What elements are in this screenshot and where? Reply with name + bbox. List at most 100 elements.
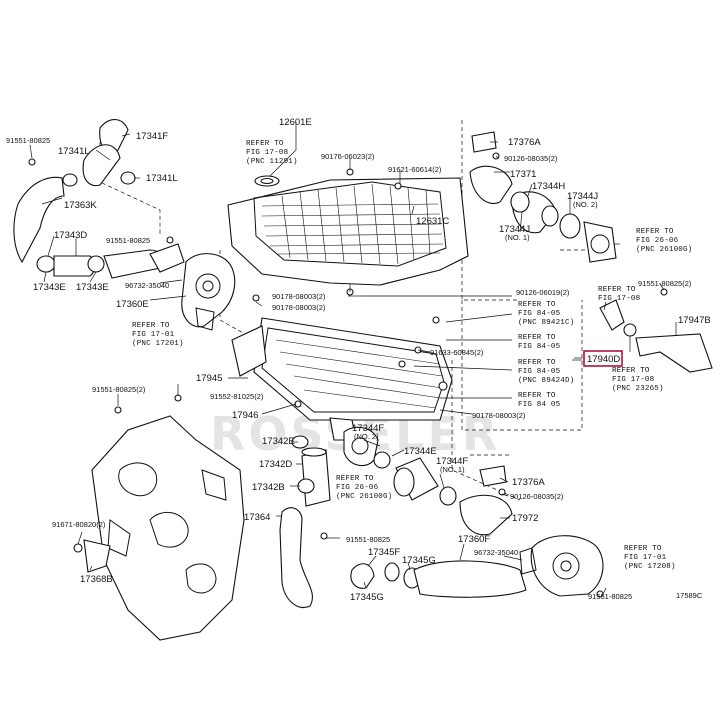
label-17972: 17972 — [512, 513, 538, 524]
svg-text:FIG 26-06: FIG 26-06 — [636, 237, 679, 245]
svg-text:REFER TO: REFER TO — [612, 367, 650, 375]
svg-text:REFER TO: REFER TO — [518, 392, 556, 400]
svg-text:FIG 17-01: FIG 17-01 — [132, 331, 175, 339]
ref-fig17-08-right: REFER TO FIG 17-08 — [598, 286, 640, 303]
right-upper-hose-assembly — [469, 131, 617, 263]
label-17344F-no1: 17344F — [436, 456, 468, 467]
leader-lines — [29, 122, 677, 597]
svg-text:FIG 17-08: FIG 17-08 — [246, 149, 288, 157]
svg-text:FIG 17-08: FIG 17-08 — [612, 376, 654, 384]
ref-fig84-05-d: REFER TO FIG 84 05 — [518, 392, 561, 409]
svg-text:(PNC 89424D): (PNC 89424D) — [518, 377, 574, 385]
label-17360E: 17360E — [116, 299, 149, 310]
label-17947B: 17947B — [678, 315, 711, 326]
label-96732-35040-a: 96732-35040 — [125, 281, 169, 290]
label-17341L-b: 17341L — [146, 173, 178, 184]
label-90126-06019: 90126-06019(2) — [516, 288, 570, 297]
label-no2-a: (NO. 2) — [573, 200, 598, 209]
label-17345F: 17345F — [368, 547, 400, 558]
svg-text:REFER TO: REFER TO — [336, 475, 374, 483]
left-hose-assembly — [13, 119, 185, 279]
label-17341F: 17341F — [136, 131, 168, 142]
label-91633-60845: 91633-60845(2) — [430, 348, 484, 357]
engine-block — [91, 415, 245, 641]
ref-fig84-05-c: REFER TO FIG 84-05 (PNC 89424D) — [518, 359, 574, 385]
label-96732-35040-b: 96732-35040 — [474, 548, 518, 557]
label-90178-08003-b: 90178-08003(2) — [272, 303, 326, 312]
label-17344E: 17344E — [404, 446, 437, 457]
label-no2-b: (NO. 2) — [354, 432, 379, 441]
label-91551-80825-c: 91551-80825(2) — [638, 279, 692, 288]
svg-text:REFER TO: REFER TO — [598, 286, 636, 294]
label-17341L-a: 17341L — [58, 146, 90, 157]
label-17345G-b: 17345G — [350, 592, 384, 603]
svg-text:REFER TO: REFER TO — [246, 140, 284, 148]
label-91671-80820: 91671-80820(2) — [52, 520, 106, 529]
label-90176-06023: 90176-06023(2) — [321, 152, 375, 161]
label-91551-80825-b: 91551-80825 — [106, 236, 150, 245]
svg-text:(PNC 89421C): (PNC 89421C) — [518, 319, 574, 327]
svg-text:FIG 84-05: FIG 84-05 — [518, 343, 561, 351]
label-17945: 17945 — [196, 373, 222, 384]
label-17342D: 17342D — [259, 459, 292, 470]
fasteners — [28, 152, 668, 598]
label-91551-80825-d: 91551-80825(2) — [92, 385, 146, 394]
svg-text:(PNC 11291): (PNC 11291) — [246, 158, 298, 166]
ref-fig17-01-left: REFER TO FIG 17-01 (PNC 17201) — [132, 322, 184, 348]
svg-text:FIG 26-06: FIG 26-06 — [336, 484, 379, 492]
svg-text:FIG 84-05: FIG 84-05 — [518, 310, 561, 318]
highlight-box-17940D — [583, 350, 623, 367]
svg-text:FIG 84-05: FIG 84-05 — [518, 368, 561, 376]
label-91552-81025: 91552-81025(2) — [210, 392, 264, 401]
label-90126-08035-b: 90126-08035(2) — [510, 492, 564, 501]
label-17345G-a: 17345G — [402, 555, 436, 566]
label-17344F-no2: 17344F — [352, 423, 384, 434]
label-91551-80825-a: 91551-80825 — [6, 136, 50, 145]
svg-text:FIG 84 05: FIG 84 05 — [518, 401, 561, 409]
intercooler-core — [231, 317, 453, 441]
label-17376A: 17376A — [508, 137, 541, 148]
label-no1-a: (NO. 1) — [505, 233, 530, 242]
svg-text:FIG 17-08: FIG 17-08 — [598, 295, 640, 303]
ref-fig26-06-top: REFER TO FIG 26-06 (PNC 26100G) — [636, 228, 692, 254]
label-17371: 17371 — [510, 169, 536, 180]
label-12631C: 12631C — [416, 216, 449, 227]
label-17343E-a: 17343E — [33, 282, 66, 293]
ref-fig84-05-a: REFER TO FIG 84-05 (PNC 89421C) — [518, 301, 574, 327]
lower-tube — [279, 507, 527, 608]
bracket-lower-left — [73, 539, 111, 573]
svg-text:REFER TO: REFER TO — [518, 301, 556, 309]
label-90178-08003-a: 90178-08003(2) — [272, 292, 326, 301]
part-labels: 12601E 17341F 17341L 17341L 91551-80825 … — [6, 117, 711, 603]
svg-text:REFER TO: REFER TO — [636, 228, 674, 236]
label-17344H: 17344H — [532, 181, 565, 192]
label-17368B: 17368B — [80, 574, 113, 585]
label-17364: 17364 — [244, 512, 270, 523]
turbocharger-left — [181, 253, 236, 331]
label-90178-08003-c: 90178-08003(2) — [472, 411, 526, 420]
label-17342B: 17342B — [252, 482, 285, 493]
ref-fig17-08-top: REFER TO FIG 17-08 (PNC 11291) — [246, 140, 298, 166]
svg-text:(PNC 17201): (PNC 17201) — [132, 340, 184, 348]
label-91621-60614: 91621-60614(2) — [388, 165, 442, 174]
ref-fig17-08-c: REFER TO FIG 17-08 (PNC 23265) — [612, 367, 664, 393]
label-17342E: 17342E — [262, 436, 295, 447]
mid-hoses — [291, 426, 513, 536]
label-17343E-b: 17343E — [76, 282, 109, 293]
label-17363K: 17363K — [64, 200, 97, 211]
svg-text:(PNC 26100G): (PNC 26100G) — [636, 246, 692, 254]
label-no1-b: (NO. 1) — [440, 465, 465, 474]
label-17940D: 17940D — [587, 354, 620, 365]
label-17344J-no1: 17344J — [499, 224, 530, 235]
svg-text:REFER TO: REFER TO — [518, 334, 556, 342]
label-12601E: 12601E — [279, 117, 312, 128]
label-17344J-no2: 17344J — [567, 191, 598, 202]
svg-text:(PNC 23265): (PNC 23265) — [612, 385, 664, 393]
ref-fig17-01-right: REFER TO FIG 17-01 (PNC 17208) — [624, 545, 676, 571]
svg-text:REFER TO: REFER TO — [132, 322, 170, 330]
svg-text:(PNC 17208): (PNC 17208) — [624, 563, 676, 571]
svg-text:REFER TO: REFER TO — [518, 359, 556, 367]
turbocharger-right — [519, 535, 604, 597]
label-17360F: 17360F — [458, 534, 490, 545]
